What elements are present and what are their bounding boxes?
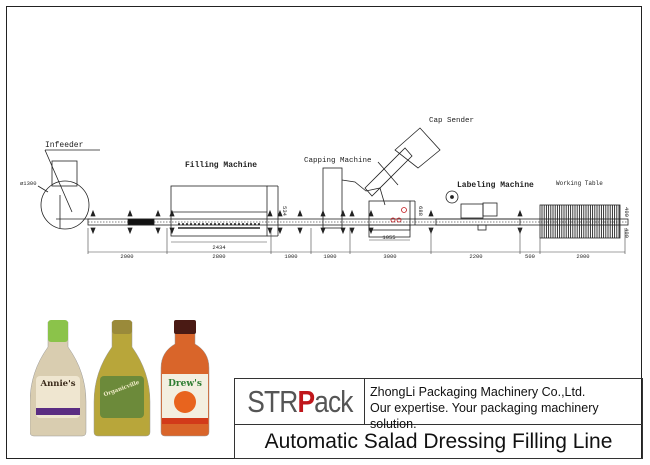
product-bottles: Annie's Organicville Drew's bbox=[30, 320, 210, 437]
infeeder bbox=[37, 149, 100, 230]
dim-labeling: 2200 bbox=[469, 253, 482, 260]
stand-marker bbox=[169, 227, 175, 235]
conveyor bbox=[87, 218, 629, 226]
stand-marker bbox=[340, 209, 346, 217]
stand-marker bbox=[90, 227, 96, 235]
dim-capping: 3000 bbox=[383, 253, 396, 260]
stand-marker bbox=[155, 209, 161, 217]
bottle-0 bbox=[30, 320, 87, 437]
working-table bbox=[539, 204, 621, 239]
label-capping-machine: Capping Machine bbox=[304, 157, 372, 165]
stand-marker bbox=[368, 227, 374, 235]
stand-marker bbox=[368, 209, 374, 217]
stand-marker bbox=[320, 209, 326, 217]
stand-marker bbox=[349, 209, 355, 217]
conveyor-stands bbox=[90, 209, 523, 235]
dim-gap-3: 500 bbox=[525, 253, 535, 260]
stand-marker bbox=[169, 209, 175, 217]
stand-marker bbox=[155, 227, 161, 235]
stand-marker bbox=[277, 227, 283, 235]
drawing-title: Automatic Salad Dressing Filling Line bbox=[264, 429, 613, 453]
dim-capping-height: 688 bbox=[417, 206, 424, 216]
logo-cell: STRPack bbox=[235, 379, 365, 425]
stand-marker bbox=[267, 227, 273, 235]
stand-marker bbox=[428, 209, 434, 217]
stand-marker bbox=[90, 209, 96, 217]
label-filling-machine: Filling Machine bbox=[185, 161, 257, 170]
filling-machine bbox=[170, 185, 279, 237]
dim-working-table: 2000 bbox=[576, 253, 589, 260]
label-cap-sender: Cap Sender bbox=[429, 117, 474, 125]
dim-filling-height: 534 bbox=[281, 206, 288, 217]
stand-marker bbox=[320, 227, 326, 235]
dimension-lines bbox=[87, 228, 626, 254]
stand-marker bbox=[297, 209, 303, 217]
dim-infeed-conveyor: 2000 bbox=[120, 253, 133, 260]
bottle-shapes bbox=[30, 320, 210, 437]
production-line-diagram: Infeeder Filling Machine Capping Machine… bbox=[20, 117, 630, 260]
label-diameter: ø1300 bbox=[20, 180, 37, 187]
stand-marker bbox=[277, 209, 283, 217]
stand-marker bbox=[517, 209, 523, 217]
label-working-table: Working Table bbox=[556, 180, 603, 187]
dim-table-width-1: 400 bbox=[623, 207, 630, 217]
brand-drews: Drew's bbox=[168, 379, 202, 389]
company-name: ZhongLi Packaging Machinery Co.,Ltd. bbox=[370, 385, 586, 399]
stand-marker bbox=[267, 209, 273, 217]
stand-marker bbox=[349, 227, 355, 235]
dim-gap-2: 1000 bbox=[323, 253, 336, 260]
stand-marker bbox=[127, 227, 133, 235]
capping-machine bbox=[322, 167, 416, 238]
brand-annies: Annie's bbox=[40, 379, 76, 389]
cap-sender bbox=[364, 127, 441, 197]
dim-gap-1: 1000 bbox=[284, 253, 297, 260]
dim-table-width-2: 400 bbox=[623, 228, 630, 238]
company-info: ZhongLi Packaging Machinery Co.,Ltd. Our… bbox=[365, 379, 642, 431]
bottle-2 bbox=[160, 320, 210, 437]
strpack-logo: STRPack bbox=[246, 383, 353, 419]
stand-marker bbox=[127, 209, 133, 217]
bottle-1 bbox=[93, 320, 151, 437]
stand-marker bbox=[297, 227, 303, 235]
dim-capping-width: 1055 bbox=[382, 234, 395, 241]
company-slogan: Our expertise. Your packaging machinery … bbox=[370, 401, 599, 431]
dim-filling: 2800 bbox=[212, 253, 225, 260]
stand-marker bbox=[340, 227, 346, 235]
dim-filling-inner: 2434 bbox=[212, 244, 226, 251]
labeling-machine bbox=[435, 190, 521, 231]
label-labeling-machine: Labeling Machine bbox=[457, 181, 534, 190]
title-block: STRPack ZhongLi Packaging Machinery Co.,… bbox=[234, 378, 643, 459]
label-infeeder: Infeeder bbox=[45, 141, 84, 150]
